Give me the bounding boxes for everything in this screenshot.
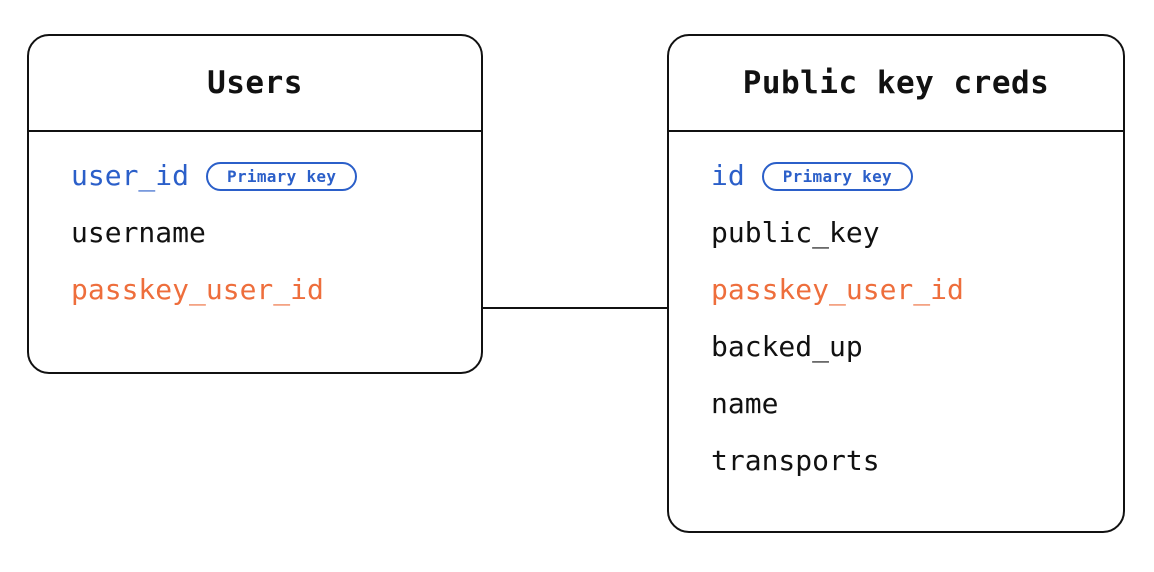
field-row[interactable]: backed_up [711,331,1123,388]
field-row[interactable]: name [711,388,1123,445]
field-name: passkey_user_id [71,273,324,306]
relationship-connector [483,307,667,309]
field-row[interactable]: id Primary key [711,160,1123,217]
entity-title: Public key creds [742,65,1050,101]
field-name: id [711,159,745,192]
field-name: user_id [71,159,190,192]
primary-key-badge-label: Primary key [227,166,337,186]
field-name: backed_up [711,330,863,363]
entity-fields-users: user_id Primary key username passkey_user_i… [29,132,481,372]
field-name: username [71,216,206,249]
entity-header-public-key-creds: Public key creds [669,36,1123,132]
entity-header-users: Users [29,36,481,132]
primary-key-badge-label: Primary key [782,166,892,186]
field-row[interactable]: passkey_user_id [71,274,481,331]
field-row[interactable]: passkey_user_id [711,274,1123,331]
field-row[interactable]: public_key [711,217,1123,274]
field-name: passkey_user_id [711,273,964,306]
primary-key-badge: Primary key [206,162,358,191]
field-name: name [711,387,779,420]
field-name: transports [711,444,880,477]
field-row[interactable]: username [71,217,481,274]
entity-title: Users [207,65,303,101]
field-name: public_key [711,216,880,249]
primary-key-badge: Primary key [761,162,913,191]
field-row[interactable]: transports [711,445,1123,502]
field-row[interactable]: user_id Primary key [71,160,481,217]
entity-box-users[interactable]: Users user_id Primary key username passkey_u… [27,34,483,374]
